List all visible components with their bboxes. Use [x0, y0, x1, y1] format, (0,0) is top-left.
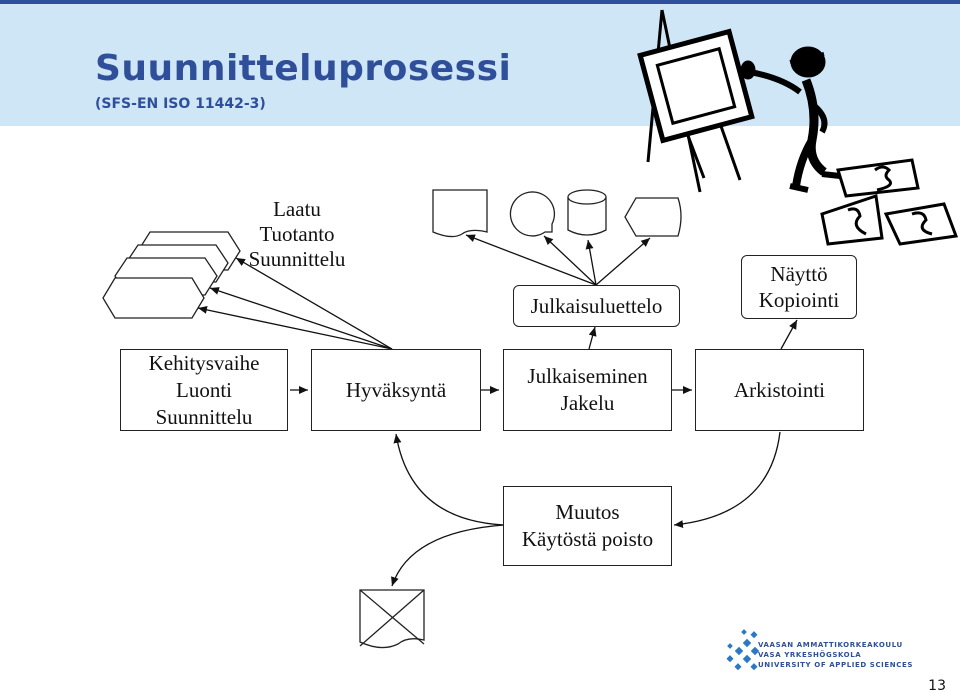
top-accent-line	[0, 0, 960, 4]
publication-list-box: Julkaisuluettelo	[513, 285, 680, 327]
document-symbol-icon	[432, 189, 488, 238]
presenter-cartoon-icon	[637, 9, 841, 193]
retired-document-icon	[359, 589, 425, 649]
display-copy-box: Näyttö Kopiointi	[741, 255, 857, 319]
page-title: Suunnitteluprosessi	[95, 48, 512, 89]
school-logo-text: VAASAN AMMATTIKORKEAKOULU VASA YRKESHÖGS…	[758, 640, 913, 670]
design-box-line: Luonti	[176, 377, 232, 402]
publish-box-line: Jakelu	[560, 391, 615, 415]
stack-label: Laatu Tuotanto Suunnittelu	[232, 197, 362, 272]
document-stack-icon	[102, 231, 241, 319]
publication-list-line: Julkaisuluettelo	[530, 293, 663, 318]
page-subtitle: (SFS-EN ISO 11442-3)	[95, 96, 266, 112]
change-box-line: Muutos	[555, 500, 620, 524]
design-box-line: Kehitysvaihe	[148, 350, 260, 375]
stack-label-line: Suunnittelu	[248, 247, 346, 271]
display-copy-line: Näyttö	[770, 262, 828, 286]
publish-box: Julkaiseminen Jakelu	[503, 349, 672, 431]
page-number: 13	[928, 678, 946, 694]
school-logo-icon	[726, 629, 760, 671]
approval-box: Hyväksyntä	[311, 349, 481, 431]
publish-box-line: Julkaiseminen	[527, 364, 648, 388]
score-cards-icon	[820, 158, 959, 246]
display-copy-line: Kopiointi	[758, 288, 840, 312]
logo-line: UNIVERSITY OF APPLIED SCIENCES	[758, 661, 913, 669]
change-box: Muutos Käytöstä poisto	[503, 486, 672, 566]
logo-line: VAASAN AMMATTIKORKEAKOULU	[758, 641, 903, 649]
logo-line: VASA YRKESHÖGSKOLA	[758, 651, 862, 659]
archive-box-line: Arkistointi	[733, 377, 825, 402]
stored-data-symbol-icon	[624, 197, 682, 237]
approval-box-line: Hyväksyntä	[345, 377, 447, 402]
design-box-line: Suunnittelu	[155, 404, 253, 429]
display-symbol-icon	[509, 191, 556, 237]
design-box: Kehitysvaihe Luonti Suunnittelu	[120, 349, 288, 431]
archive-box: Arkistointi	[695, 349, 864, 431]
database-symbol-icon	[567, 189, 607, 236]
stack-label-line: Tuotanto	[259, 222, 335, 246]
stack-label-line: Laatu	[273, 197, 321, 221]
change-box-line: Käytöstä poisto	[521, 527, 654, 551]
